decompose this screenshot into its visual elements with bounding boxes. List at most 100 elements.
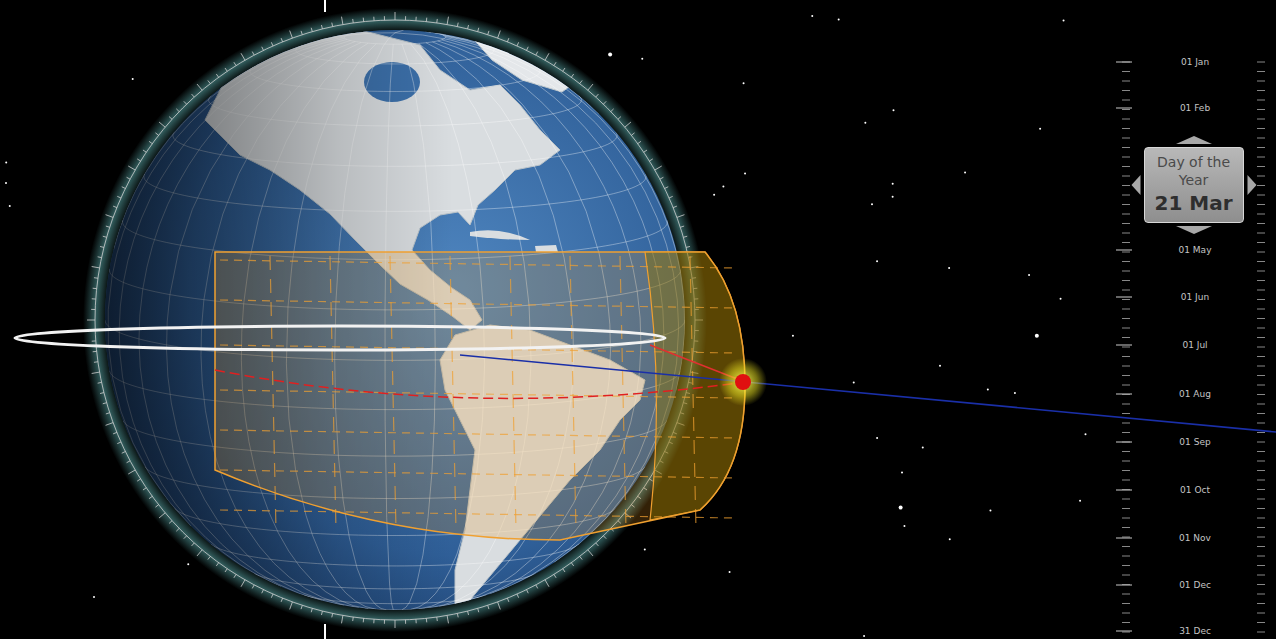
- timeline-tick: [1122, 195, 1130, 196]
- ring-tick: [669, 196, 673, 198]
- ring-tick: [103, 403, 107, 404]
- timeline-tick: [1257, 394, 1265, 395]
- timeline-tick: [1257, 176, 1265, 177]
- timeline-tick: [1257, 100, 1265, 101]
- ring-tick: [106, 226, 110, 227]
- ring-tick: [363, 18, 364, 22]
- star: [892, 109, 894, 111]
- ring-tick: [467, 611, 469, 615]
- month-label: 01 Oct: [1180, 486, 1210, 495]
- timeline-tick: [1257, 328, 1265, 329]
- ring-tick: [93, 351, 97, 352]
- ring-tick: [342, 615, 343, 623]
- ecliptic-ring: [15, 326, 665, 350]
- ring-tick: [290, 602, 293, 610]
- ring-tick: [127, 177, 131, 179]
- timeline-tick: [1257, 318, 1265, 319]
- ring-tick: [596, 94, 599, 97]
- star: [644, 548, 646, 550]
- ring-tick: [143, 150, 146, 152]
- star: [5, 161, 7, 163]
- timeline-tick: [1257, 499, 1265, 500]
- timeline-tick: [1122, 451, 1130, 452]
- timeline-tick: [1257, 290, 1265, 291]
- ring-tick: [92, 372, 100, 373]
- sun-glow: [719, 358, 767, 406]
- timeline-tick: [1257, 147, 1265, 148]
- timeline-tick: [1122, 309, 1130, 310]
- timeline-tick: [1257, 109, 1265, 110]
- timeline-tick: [1122, 594, 1130, 595]
- ring-tick: [176, 528, 179, 531]
- timeline-tick: [1257, 242, 1265, 243]
- band-dash: [220, 430, 735, 438]
- ring-tick: [208, 80, 210, 83]
- ring-tick: [571, 74, 573, 77]
- timeline-tick: [1257, 347, 1265, 348]
- timeline-major-tick: [1116, 537, 1132, 538]
- ring-tick: [301, 31, 302, 35]
- ring-tick: [426, 618, 427, 622]
- timeline-tick: [1122, 366, 1130, 367]
- ring-tick: [98, 256, 102, 258]
- timeline-tick: [1122, 356, 1130, 357]
- ring-tick: [536, 52, 538, 56]
- star: [853, 381, 855, 383]
- ring-tick: [498, 31, 501, 39]
- ring-tick: [208, 556, 210, 559]
- timeline-tick: [1257, 461, 1265, 462]
- star: [722, 185, 724, 187]
- band-dashes: [220, 256, 735, 530]
- selector-date: 21 Mar: [1155, 191, 1233, 215]
- ring-tick: [563, 569, 565, 572]
- ring-tick: [252, 52, 254, 56]
- timeline-tick: [1122, 508, 1130, 509]
- ring-tick: [271, 42, 273, 46]
- timeline-tick: [1122, 280, 1130, 281]
- month-label: 01 Jul: [1182, 341, 1207, 350]
- timeline-tick: [1122, 119, 1130, 120]
- timeline-tick: [1122, 214, 1130, 215]
- timeline-major-tick: [1116, 296, 1132, 297]
- band-dash: [570, 256, 576, 530]
- timeline-tick: [1257, 204, 1265, 205]
- ring-tick: [113, 432, 117, 433]
- star: [743, 82, 745, 84]
- ring-tick: [447, 615, 448, 623]
- ring-tick: [395, 620, 396, 628]
- sun-dot: [735, 374, 751, 390]
- ring-tick: [415, 619, 416, 623]
- timeline-tick: [1122, 90, 1130, 91]
- timeline-tick: [1257, 309, 1265, 310]
- timeline-tick: [1122, 565, 1130, 566]
- ring-tick: [680, 226, 684, 227]
- ring-tick: [197, 84, 202, 90]
- month-label: 01 May: [1179, 246, 1212, 255]
- timeline-tick: [1257, 337, 1265, 338]
- ring-tick: [100, 392, 104, 394]
- timeline-tick: [1122, 527, 1130, 528]
- timeline-tick: [1257, 128, 1265, 129]
- ring-tick: [488, 31, 489, 35]
- timeline-tick: [1122, 261, 1130, 262]
- month-label: 01 Jan: [1181, 58, 1209, 67]
- ring-tick: [545, 580, 549, 587]
- ring-tick: [262, 590, 264, 594]
- ring-tick: [478, 608, 479, 612]
- star: [939, 365, 941, 367]
- ring-tick: [415, 17, 416, 21]
- timeline-major-tick: [1116, 107, 1132, 108]
- ring-tick: [87, 320, 95, 321]
- month-label: 01 Dec: [1179, 581, 1211, 590]
- ring-tick: [631, 133, 634, 135]
- star: [1085, 433, 1087, 435]
- ring-tick: [176, 109, 179, 112]
- timeline-tick: [1122, 537, 1130, 538]
- timeline-tick: [1257, 613, 1265, 614]
- timeline-tick: [1122, 423, 1130, 424]
- timeline-tick: [1257, 575, 1265, 576]
- star: [901, 471, 903, 473]
- ring-tick: [363, 618, 364, 622]
- ring-tick: [638, 141, 641, 143]
